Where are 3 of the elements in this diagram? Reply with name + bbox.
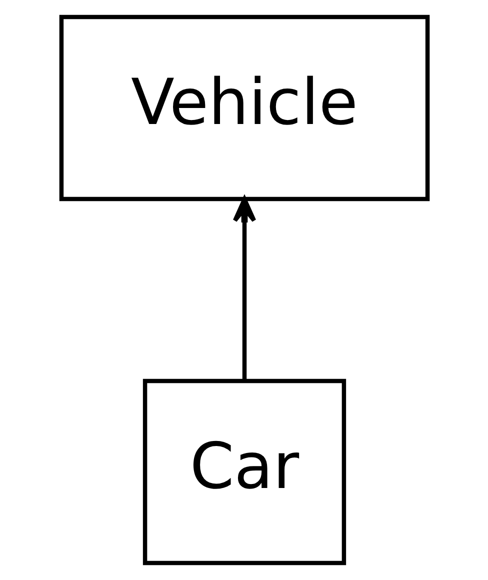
node-box: Car xyxy=(142,378,346,566)
arrow xyxy=(232,197,256,381)
node-box: Vehicle xyxy=(58,14,430,202)
